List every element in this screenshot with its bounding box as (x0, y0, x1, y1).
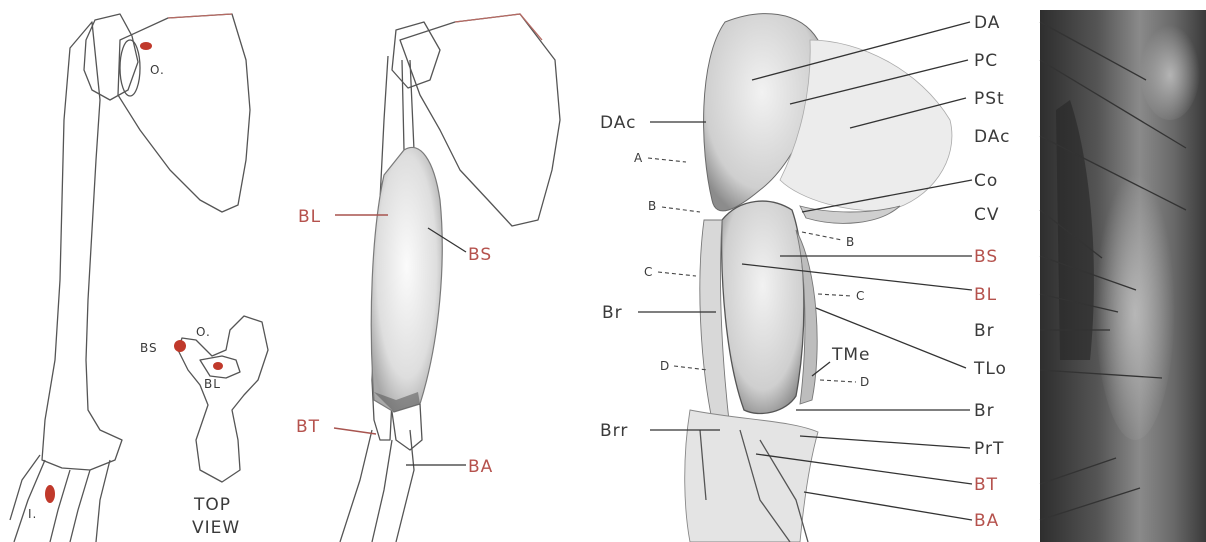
right-label-co-4: Co (974, 171, 998, 191)
top-view-bs-label: BS (140, 341, 158, 355)
ulna-bone (70, 470, 90, 542)
top-view-title-line2: VIEW (192, 518, 240, 538)
panel-d-photograph (1040, 10, 1206, 542)
origin-label: O. (150, 63, 165, 77)
c-a-label: A (634, 151, 643, 165)
c-c-leader (658, 272, 696, 276)
c-b-leader (662, 207, 700, 212)
glenoid (120, 40, 140, 96)
right-label-br-10: Br (974, 401, 995, 421)
c-c-label: C (644, 265, 653, 279)
c-inner-b-leader (802, 232, 842, 240)
right-label-bt-12: BT (974, 475, 998, 495)
panel-b-humerus-head (392, 22, 440, 88)
c-inner-tme-label: TMe (831, 345, 871, 365)
right-label-bl-7: BL (974, 285, 997, 305)
c-inner-d-label: D (860, 375, 870, 389)
photo-shoulder-highlight (1140, 20, 1200, 120)
c-br-label: Br (602, 303, 623, 323)
humerus-shaft (42, 22, 122, 470)
panel-b-ba-label: BA (468, 457, 493, 477)
photo-arm-highlight (1095, 160, 1175, 440)
panel-b-bs-label: BS (468, 245, 492, 265)
origin-attachment-mark (140, 42, 152, 50)
scapula-outline (118, 14, 250, 212)
insertion-attachment-mark (45, 485, 55, 503)
top-view-inset: BS O. BL TOP VIEW (140, 316, 268, 538)
c-inner-c-label: C (856, 289, 865, 303)
insertion-label: I. (28, 507, 37, 521)
right-label-ba-13: BA (974, 511, 999, 531)
c-inner-b-label: B (846, 235, 855, 249)
panel-b-biceps-belly (371, 147, 442, 412)
top-view-origin-label: O. (196, 325, 211, 339)
scapula-upper-edge (168, 14, 232, 18)
panel-b-bl-label: BL (298, 207, 321, 227)
c-leader-ba (804, 492, 972, 520)
right-label-tlo-9: TLo (973, 359, 1007, 379)
c-brr-label: Brr (600, 421, 628, 441)
panel-a-bone-diagram: O. I. BS O. BL TOP VIEW (10, 14, 268, 542)
right-label-prt-11: PrT (974, 439, 1004, 459)
right-label-cv-5: CV (974, 205, 1000, 225)
c-leader-prt (800, 436, 970, 448)
ulna-bone-edge (96, 460, 110, 542)
radius-bone-edge (50, 470, 70, 542)
panel-c-shaded-diagram: DAc A B C Br D Brr B C TMe D (600, 14, 972, 542)
top-view-bl-mark (213, 362, 223, 370)
c-inner-c-leader (818, 294, 852, 296)
right-label-br-8: Br (974, 321, 995, 341)
panel-b-bt-label: BT (296, 417, 320, 437)
c-d-label: D (660, 359, 670, 373)
top-view-bs-mark (174, 340, 186, 352)
right-label-bs-6: BS (974, 247, 998, 267)
right-label-da-0: DA (974, 13, 1000, 33)
right-label-pc-1: PC (974, 51, 998, 71)
c-a-leader (648, 158, 686, 162)
right-label-pst-2: PSt (974, 89, 1005, 109)
top-view-bl-label: BL (204, 377, 221, 391)
panel-b-bt-leader (334, 428, 376, 434)
c-b-label: B (648, 199, 657, 213)
radius-bone (14, 460, 45, 542)
c-d-leader (674, 366, 708, 370)
panel-b-muscle-diagram: BL BS BT BA (296, 14, 560, 542)
top-view-outline (178, 316, 268, 482)
panel-b-scapula-top (455, 14, 542, 40)
c-inner-d-leader (820, 380, 856, 382)
c-dac-label: DAc (600, 113, 636, 133)
biceps-belly-detailed (722, 201, 804, 413)
right-label-dac-3: DAc (974, 127, 1010, 147)
top-view-title-line1: TOP (193, 495, 231, 515)
panel-b-forearm (340, 430, 414, 542)
